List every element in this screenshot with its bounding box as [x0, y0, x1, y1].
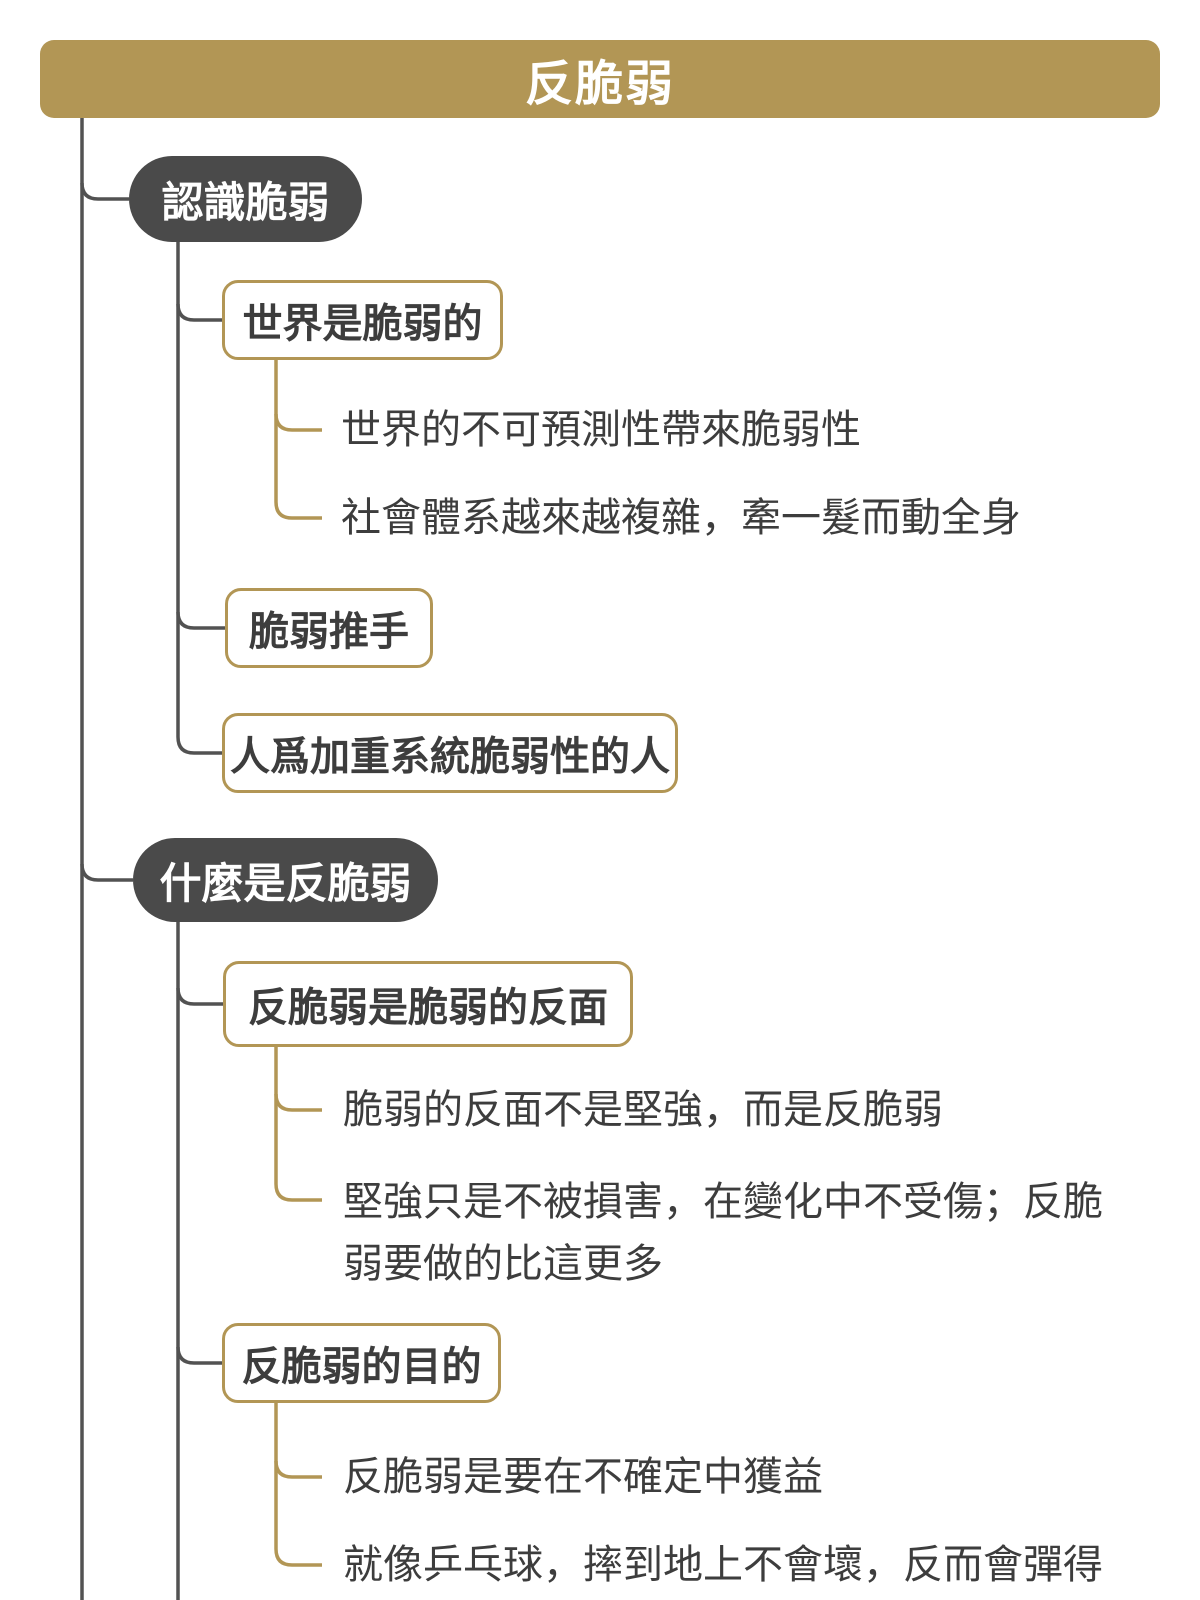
detail-pingpong-analogy[interactable]: 就像乒乓球，摔到地上不會壞，反而會彈得 — [343, 1543, 1103, 1587]
detail-strong-vs-antifragile[interactable]: 堅強只是不被損害，在變化中不受傷；反脆弱要做的比這更多 — [343, 1180, 1103, 1286]
subtopic-antifragile-opposite[interactable]: 反脆弱是脆弱的反面 — [223, 961, 633, 1047]
main-topic-what-is-antifragile[interactable]: 什麼是反脆弱 — [133, 838, 438, 922]
dark-connectors — [80, 117, 225, 1600]
subtopic-fragility-pushers[interactable]: 脆弱推手 — [225, 588, 433, 668]
subtopic-world-is-fragile[interactable]: 世界是脆弱的 — [222, 280, 503, 360]
detail-complex-systems[interactable]: 社會體系越來越複雜，牽一髮而動全身 — [341, 496, 1021, 540]
gold-connectors — [274, 360, 322, 1567]
main-topic-understanding-fragility[interactable]: 認識脆弱 — [129, 156, 362, 242]
detail-opposite-not-strong[interactable]: 脆弱的反面不是堅強，而是反脆弱 — [343, 1088, 943, 1132]
root-topic-node[interactable]: 反脆弱 — [40, 40, 1160, 118]
subtopic-purpose-of-antifragile[interactable]: 反脆弱的目的 — [222, 1323, 501, 1403]
subtopic-people-who-worsen-fragility[interactable]: 人爲加重系統脆弱性的人 — [222, 713, 678, 793]
detail-gain-from-uncertainty[interactable]: 反脆弱是要在不確定中獲益 — [343, 1455, 823, 1499]
detail-unpredictability[interactable]: 世界的不可預測性帶來脆弱性 — [341, 408, 861, 452]
